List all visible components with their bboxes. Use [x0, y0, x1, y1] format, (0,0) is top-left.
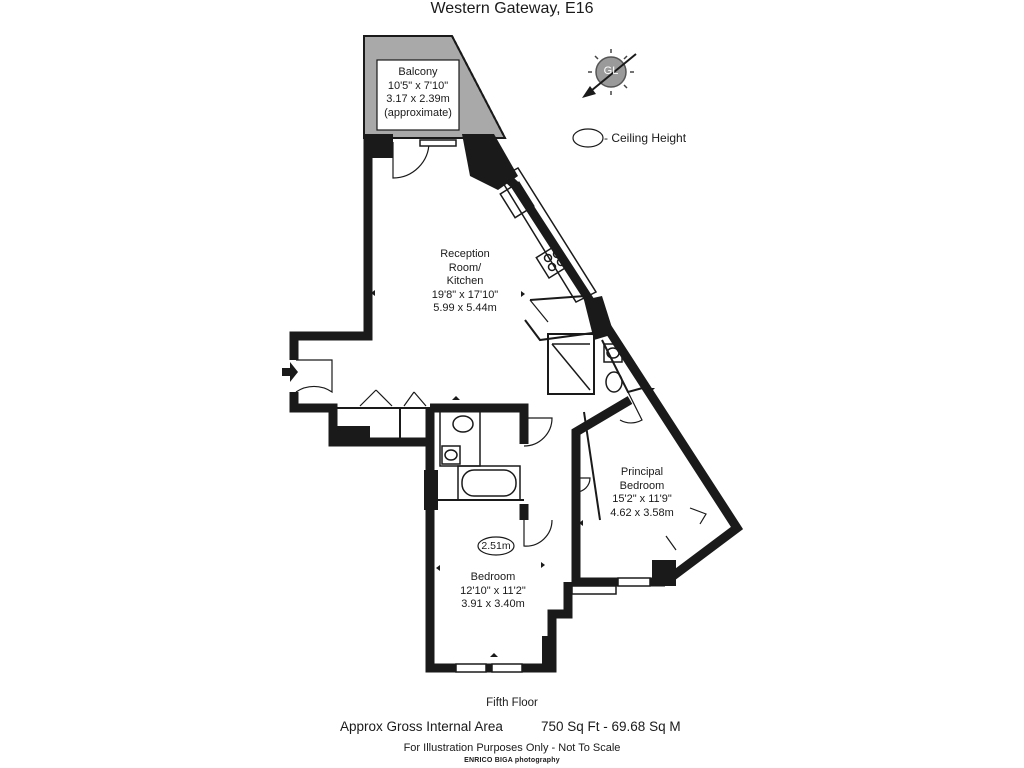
- compass-label: GL: [603, 65, 619, 77]
- principal-bedroom-label: Principal Bedroom 15'2" x 11'9" 4.62 x 3…: [592, 466, 692, 520]
- floor-label: Fifth Floor: [486, 697, 538, 709]
- balcony-label: Balcony 10'5" x 7'10" 3.17 x 2.39m (appr…: [377, 66, 459, 120]
- reception-name-1: Reception: [440, 248, 490, 260]
- windows: [419, 139, 651, 673]
- balcony-name: Balcony: [398, 66, 438, 78]
- principal-bedroom-imperial: 15'2" x 11'9": [612, 493, 672, 505]
- reception-imperial: 19'8" x 17'10": [431, 288, 499, 301]
- entrance-arrow-icon: [282, 362, 298, 382]
- ceiling-height-legend-icon: [572, 128, 604, 148]
- photographer-credit: ENRICO BIGA photography: [464, 757, 560, 764]
- ceiling-height-legend: - Ceiling Height: [604, 131, 687, 145]
- balcony-area: [363, 35, 507, 139]
- measurement-ticks: [371, 290, 655, 657]
- balcony-note: (approximate): [384, 106, 452, 119]
- balcony-metric: 3.17 x 2.39m: [386, 93, 450, 105]
- bedroom-imperial: 12'10" x 11'2": [460, 584, 526, 597]
- bedroom-metric: 3.91 x 3.40m: [461, 598, 525, 610]
- area-label: Approx Gross Internal Area: [340, 719, 503, 734]
- reception-name-3: Kitchen: [446, 275, 484, 287]
- principal-bedroom-name-2: Bedroom: [619, 479, 665, 492]
- doors: [295, 141, 707, 551]
- balcony-imperial: 10'5" x 7'10": [387, 79, 449, 92]
- bedroom-label: Bedroom 12'10" x 11'2" 3.91 x 3.40m: [443, 571, 543, 612]
- principal-bedroom-metric: 4.62 x 3.58m: [610, 506, 674, 519]
- bedroom-ceiling-height-icon: [477, 536, 515, 556]
- principal-bedroom-name-1: Principal: [620, 466, 664, 478]
- reception-metric: 5.99 x 5.44m: [433, 302, 497, 314]
- reception-label: Reception Room/ Kitchen 19'8" x 17'10" 5…: [410, 248, 520, 316]
- disclaimer: For Illustration Purposes Only - Not To …: [403, 742, 621, 754]
- reception-name-2: Room/: [448, 261, 482, 274]
- area-values: 750 Sq Ft - 69.68 Sq M: [541, 719, 681, 734]
- bathroom-fixtures: [439, 343, 623, 501]
- property-title: Western Gateway, E16: [430, 0, 594, 17]
- bedroom-name: Bedroom: [470, 571, 516, 583]
- compass-icon: [582, 49, 637, 98]
- kitchen-units: [498, 166, 598, 303]
- bedroom-ceiling-height: 2.51m: [481, 540, 511, 552]
